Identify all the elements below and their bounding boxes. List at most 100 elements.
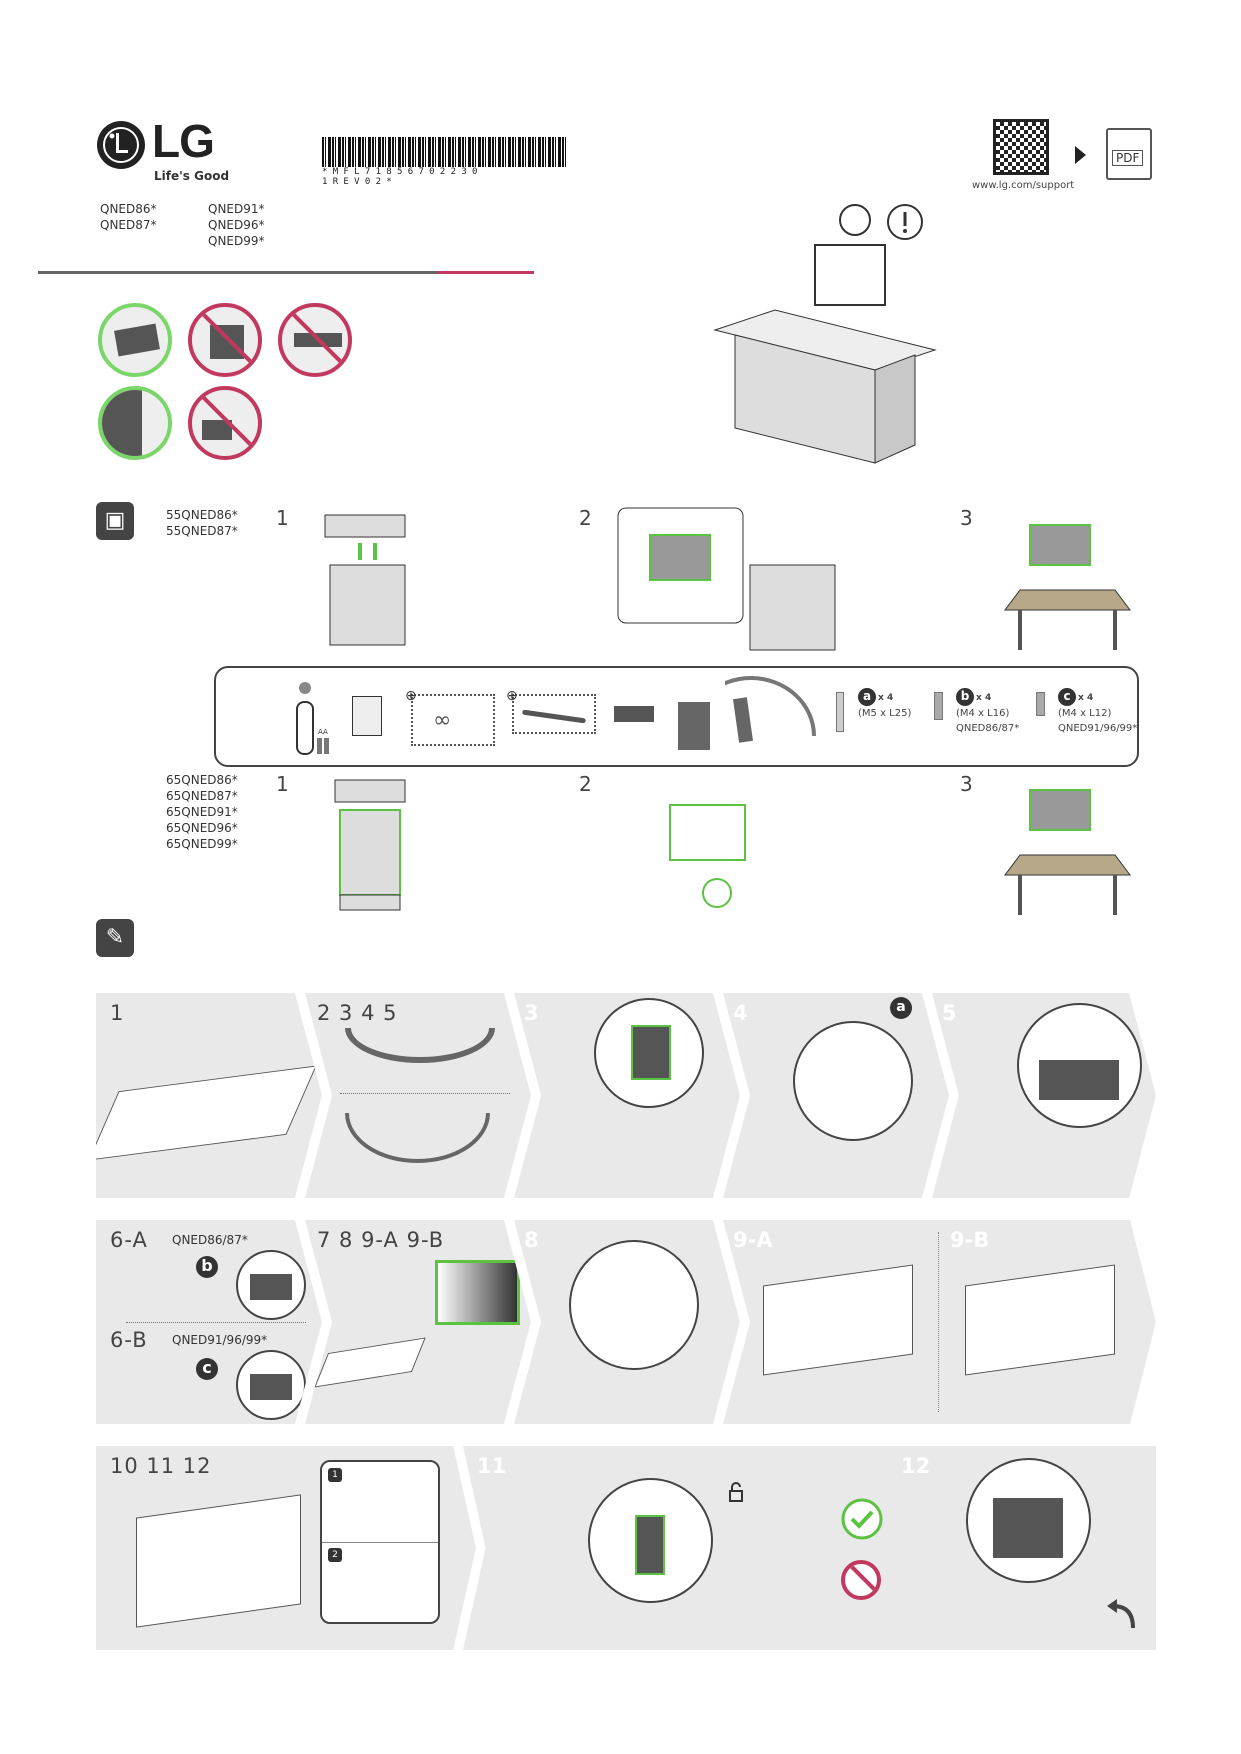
cable-cover-icon: ⊕ [506, 688, 596, 734]
screw-icon [1036, 692, 1045, 716]
step-panel-6: 6-A QNED86/87* b 6-B QNED91/96/99* c [96, 1220, 322, 1424]
step-models: QNED86/87* [172, 1233, 248, 1247]
step-label: 8 [524, 1228, 539, 1252]
screw-letter: a [858, 688, 876, 706]
step-panel-10: 10 11 12 1 2 [96, 1446, 476, 1650]
step-label: 10 11 12 [110, 1454, 212, 1478]
zoom-circle [793, 1021, 913, 1141]
screw-qty: x 4 [976, 693, 992, 703]
step-panel-7: 7 8 9-A 9-B [305, 1220, 531, 1424]
step-label: 7 8 9-A 9-B [317, 1228, 445, 1252]
model: QNED99* [208, 234, 265, 248]
step-label: 9-B [950, 1228, 990, 1252]
screw-letter: b [956, 688, 974, 706]
step-panel-9a: 9-A [723, 1220, 949, 1424]
models-col2: QNED91* QNED96* QNED99* [208, 201, 265, 249]
unpack-65-step3-illustration [1004, 789, 1131, 915]
step-panel-5: 5 [932, 993, 1156, 1198]
step-label: 1 [110, 1001, 125, 1025]
unpack-65-step1-illustration [334, 779, 406, 911]
qr-code-icon[interactable] [993, 119, 1049, 175]
screw-qty: x 4 [878, 693, 894, 703]
step-label: 4 [733, 1001, 748, 1025]
step-panel-9b: 9-B [940, 1220, 1156, 1424]
unpack65-step-2: 2 [579, 772, 592, 796]
unpack-55-step1-illustration [324, 514, 406, 646]
check-icon [841, 1498, 883, 1540]
step-label: 6-A [110, 1228, 148, 1252]
model: 55QNED86* [166, 508, 238, 522]
step-panel-11: 11 [463, 1446, 915, 1650]
step-label: 5 [942, 1001, 957, 1025]
pdf-label: PDF [1112, 150, 1144, 166]
stand-neck-icon [678, 702, 710, 750]
tv-rear-illustration [136, 1494, 301, 1628]
zoom-circle [1017, 1003, 1142, 1128]
zoom-circle [594, 998, 704, 1108]
handling-correct-icon [98, 303, 172, 377]
unpack65-step-3: 3 [960, 772, 973, 796]
step-models: QNED91/96/99* [172, 1333, 268, 1347]
models-65: 65QNED86* 65QNED87* 65QNED91* 65QNED96* … [166, 772, 238, 852]
parts-list: AA ⊕∞ ⊕ a x 4 (M5 x L25) b x 4 (M4 x L16… [214, 666, 1139, 767]
model: 65QNED99* [166, 837, 238, 851]
zoom-circle [236, 1250, 306, 1320]
page-turn-icon[interactable] [1103, 1598, 1143, 1638]
model: 65QNED87* [166, 789, 238, 803]
handling-wrong-icon [188, 303, 262, 377]
step-panel-2: 2 3 4 5 [305, 993, 531, 1198]
prohibited-icon [841, 1560, 881, 1600]
step-label: 9-A [733, 1228, 773, 1252]
tagline: Life's Good [154, 169, 230, 183]
zoom-circle [588, 1478, 713, 1603]
barcode: *MFL71856702230 1REV02* [322, 137, 567, 187]
model: 65QNED91* [166, 805, 238, 819]
model: QNED87* [100, 218, 157, 232]
remote-control-icon [296, 682, 329, 755]
screw-marker: b [196, 1256, 218, 1278]
tv-upright-illustration [435, 1260, 520, 1325]
step-label: 12 [901, 1454, 931, 1478]
cable-inset: 1 2 [320, 1460, 440, 1624]
lg-logo: LG Life's Good [96, 118, 230, 184]
battery-label: AA [318, 728, 328, 736]
model: 55QNED87* [166, 524, 238, 538]
power-cable-icon: ⊕∞ [405, 688, 495, 746]
model: 65QNED86* [166, 773, 238, 787]
assembly-tool-icon: ✎ [96, 919, 134, 957]
step-panel-3: 3 [514, 993, 740, 1198]
screw-size: (M4 x L12) [1058, 708, 1112, 719]
pdf-icon[interactable]: PDF [1106, 128, 1152, 180]
step-label: 11 [477, 1454, 507, 1478]
model: 65QNED96* [166, 821, 238, 835]
screw-icon [934, 692, 943, 720]
barcode-text: *MFL71856702230 1REV02* [322, 167, 483, 187]
box-unpack-icon: ▣ [96, 502, 134, 540]
inset-step-1: 1 [328, 1468, 342, 1482]
models-55: 55QNED86* 55QNED87* [166, 507, 238, 539]
unlock-icon [729, 1482, 743, 1502]
zoom-circle [966, 1458, 1091, 1583]
screw-letter: c [1058, 688, 1076, 706]
unpack-step-2: 2 [579, 506, 592, 530]
unpack-step-1: 1 [276, 506, 289, 530]
unpack65-step-1: 1 [276, 772, 289, 796]
screw-size: (M5 x L25) [858, 708, 912, 719]
unpack-step-3: 3 [960, 506, 973, 530]
step-panel-1: 1 [96, 993, 322, 1198]
support-url[interactable]: www.lg.com/support [972, 180, 1075, 191]
models-col1: QNED86* QNED87* [100, 201, 157, 233]
step-panel-12: 12 [891, 1446, 1156, 1650]
screw-icon [836, 692, 844, 732]
tv-facedown-illustration [96, 1065, 317, 1161]
screw-qty: x 4 [1078, 693, 1094, 703]
unpack-65-step2-illustration [669, 804, 746, 908]
tv-rear-illustration [965, 1264, 1115, 1376]
zoom-circle [236, 1350, 306, 1420]
screw-models: QNED91/96/99* [1058, 723, 1138, 734]
cable-holder-icon [614, 706, 654, 722]
stand-assembled-illustration [345, 1113, 490, 1163]
screw-size: (M4 x L16) [956, 708, 1010, 719]
tv-rear-illustration [763, 1264, 913, 1376]
zoom-circle [569, 1240, 699, 1370]
